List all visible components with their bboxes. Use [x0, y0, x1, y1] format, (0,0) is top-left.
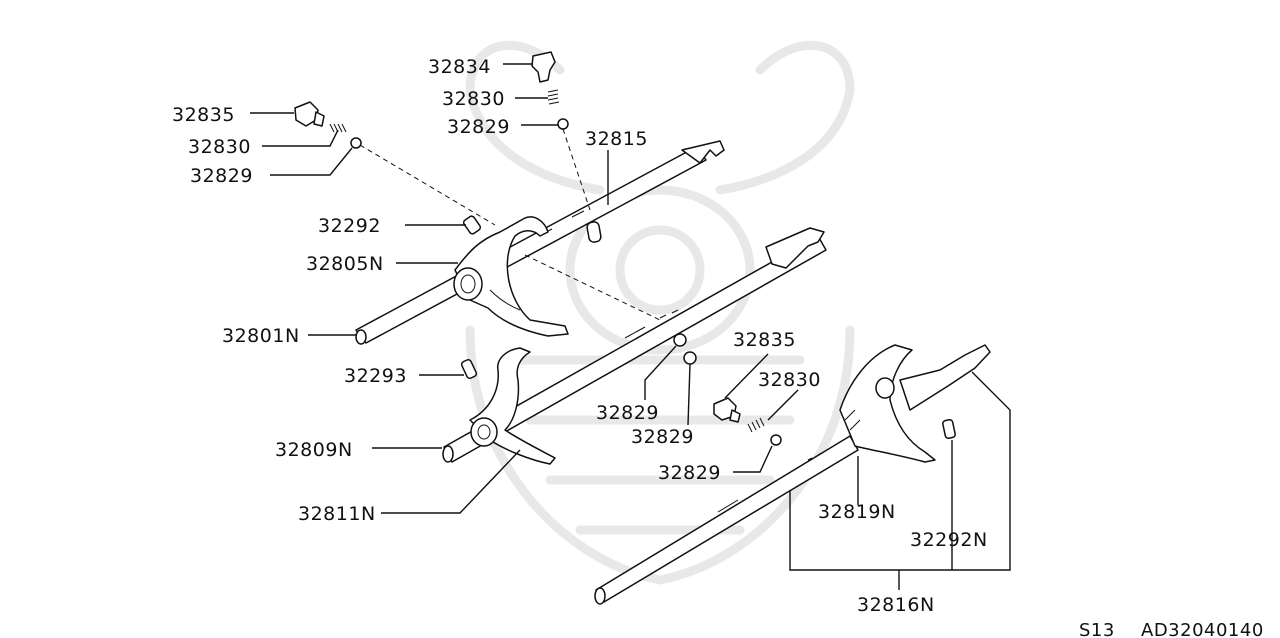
watermark-emblem: [465, 40, 855, 585]
spring-32830-right: [747, 417, 765, 433]
ball-32829-top: [557, 118, 569, 130]
spring-32830-left: [329, 123, 347, 133]
pin-32293: [460, 358, 478, 380]
shift-rod-32816N: [594, 435, 859, 605]
plug-32834: [531, 51, 556, 83]
label-32829-mid-a: 32829: [596, 402, 659, 424]
label-32293: 32293: [344, 365, 407, 387]
label-32829-mid-b: 32829: [631, 426, 694, 448]
label-32829-top: 32829: [447, 116, 510, 138]
label-32830-left: 32830: [188, 136, 251, 158]
footer-diagram-code: AD32040140: [1141, 620, 1264, 638]
shift-rod-32809N: [442, 227, 827, 463]
label-32292: 32292: [318, 215, 381, 237]
pin-32292: [462, 215, 482, 235]
label-32801N: 32801N: [222, 325, 300, 347]
footer-model: S13: [1079, 620, 1115, 638]
ball-32829-right: [770, 434, 782, 446]
label-32834: 32834: [428, 56, 491, 78]
label-32829-right: 32829: [658, 462, 721, 484]
label-32805N: 32805N: [306, 253, 384, 275]
ball-32829-left: [350, 137, 362, 149]
label-32815: 32815: [585, 128, 648, 150]
shift-rod-32801N: [355, 140, 725, 345]
ball-32829-mid-a: [673, 333, 687, 347]
label-32830-top: 32830: [442, 88, 505, 110]
plug-32835-left: [294, 101, 325, 127]
shift-fork-32811N: [469, 347, 556, 465]
label-32830-right: 32830: [758, 369, 821, 391]
plug-32835-right: [713, 397, 741, 423]
label-32819N: 32819N: [818, 501, 896, 523]
shift-fork-32819N: [839, 344, 991, 463]
shift-fork-32805N: [453, 216, 569, 337]
spring-32830-top: [547, 89, 560, 105]
label-32835-right: 32835: [733, 329, 796, 351]
label-32809N: 32809N: [275, 439, 353, 461]
label-32829-left: 32829: [190, 165, 253, 187]
label-32835-left: 32835: [172, 104, 235, 126]
ball-32829-mid-b: [683, 351, 697, 365]
leader-lines: [250, 63, 1011, 590]
label-32292N: 32292N: [910, 529, 988, 551]
label-32811N: 32811N: [298, 503, 376, 525]
label-32816N: 32816N: [857, 594, 935, 616]
